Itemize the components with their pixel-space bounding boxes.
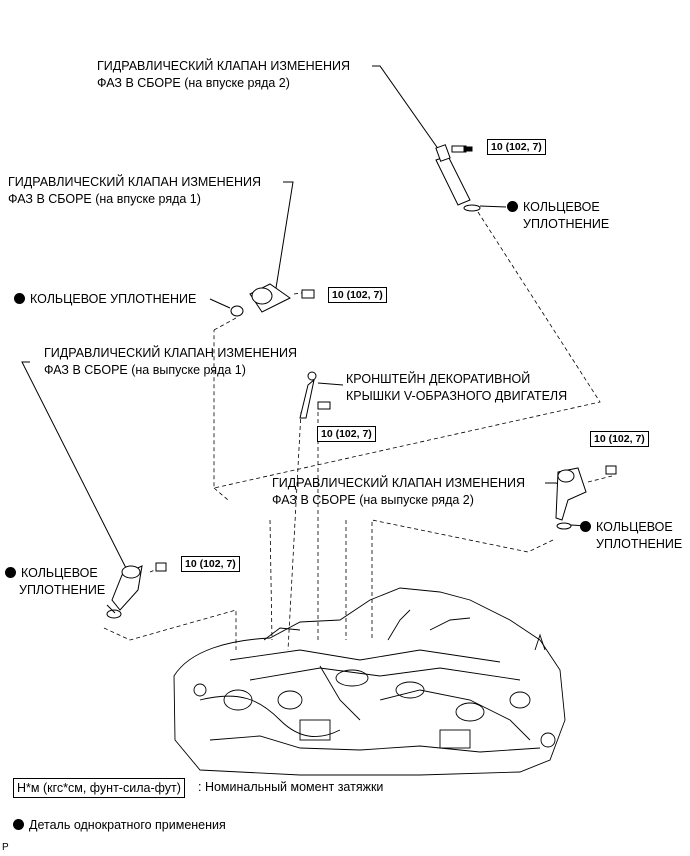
ocv-intake-b2-part (435, 144, 481, 212)
label-oring-intake-b1: КОЛЬЦЕВОЕ УПЛОТНЕНИЕ (14, 291, 196, 308)
non-reusable-dot-icon (507, 201, 518, 212)
label-bracket: КРОНШТЕЙН ДЕКОРАТИВНОЙ КРЫШКИ V-ОБРАЗНОГ… (346, 371, 567, 405)
label-oring-intake-b2: КОЛЬЦЕВОЕ УПЛОТНЕНИЕ (507, 199, 609, 233)
label-ocv-intake-b2-line2: ФАЗ В СБОРЕ (на впуске ряда 2) (97, 76, 290, 90)
torque-box-intake-b1: 10 (102, 7) (328, 287, 387, 303)
non-reusable-dot-icon (5, 567, 16, 578)
label-bracket-line1: КРОНШТЕЙН ДЕКОРАТИВНОЙ (346, 372, 531, 386)
ocv-exhaust-b2-part (555, 465, 617, 530)
label-oring-line1: КОЛЬЦЕВОЕ (596, 520, 673, 534)
leader-intake-b1 (275, 181, 294, 289)
torque-box-exhaust-b1: 10 (102, 7) (181, 556, 240, 572)
leader-oring-b1 (209, 298, 231, 309)
label-ocv-intake-b2: ГИДРАВЛИЧЕСКИЙ КЛАПАН ИЗМЕНЕНИЯ ФАЗ В СБ… (97, 58, 350, 92)
legend-nonreusable: Деталь однократного применения (13, 817, 226, 834)
label-bracket-line2: КРЫШКИ V-ОБРАЗНОГО ДВИГАТЕЛЯ (346, 389, 568, 403)
non-reusable-dot-icon (14, 293, 25, 304)
label-ocv-exhaust-b2: ГИДРАВЛИЧЕСКИЙ КЛАПАН ИЗМЕНЕНИЯ ФАЗ В СБ… (272, 475, 525, 509)
engine-sketch (173, 587, 566, 776)
label-oring-line2: УПЛОТНЕНИЕ (19, 583, 106, 597)
dash-ex2 (371, 519, 554, 640)
label-ocv-intake-b1-line2: ФАЗ В СБОРЕ (на впуске ряда 1) (8, 192, 201, 206)
label-ocv-exhaust-b1: ГИДРАВЛИЧЕСКИЙ КЛАПАН ИЗМЕНЕНИЯ ФАЗ В СБ… (44, 345, 297, 379)
label-ocv-intake-b1-line1: ГИДРАВЛИЧЕСКИЙ КЛАПАН ИЗМЕНЕНИЯ (8, 175, 262, 189)
leader-bracket (317, 382, 344, 386)
ocv-exhaust-b1-part (106, 562, 167, 619)
label-oring-exhaust-b2: КОЛЬЦЕВОЕ УПЛОТНЕНИЕ (580, 519, 682, 553)
label-ocv-exhaust-b2-line1: ГИДРАВЛИЧЕСКИЙ КЛАПАН ИЗМЕНЕНИЯ (272, 476, 526, 490)
non-reusable-dot-icon (13, 819, 24, 830)
dash-bracket (287, 411, 302, 651)
label-oring-single: КОЛЬЦЕВОЕ УПЛОТНЕНИЕ (30, 292, 197, 306)
torque-box-exhaust-b2: 10 (102, 7) (590, 431, 649, 447)
leader-oring-b2 (479, 205, 507, 208)
label-ocv-intake-b1: ГИДРАВЛИЧЕСКИЙ КЛАПАН ИЗМЕНЕНИЯ ФАЗ В СБ… (8, 174, 261, 208)
leader-exhaust-b1 (21, 361, 129, 573)
bracket-part (299, 371, 331, 419)
label-ocv-exhaust-b1-line1: ГИДРАВЛИЧЕСКИЙ КЛАПАН ИЗМЕНЕНИЯ (44, 346, 298, 360)
ocv-intake-b1-part (230, 283, 315, 317)
label-oring-exhaust-b1: КОЛЬЦЕВОЕ УПЛОТНЕНИЕ (5, 565, 105, 599)
dash-engine1 (269, 519, 273, 641)
legend-torque-desc: : Номинальный момент затяжки (198, 780, 384, 794)
label-oring-line2: УПЛОТНЕНИЕ (523, 217, 610, 231)
dash-ex1 (103, 609, 237, 650)
label-ocv-exhaust-b2-line2: ФАЗ В СБОРЕ (на выпуске ряда 2) (272, 493, 474, 507)
legend-torque-units: Н*м (кгс*см, фунт-сила-фут) (13, 778, 185, 798)
dash-intake-b1 (213, 317, 237, 331)
torque-box-bracket: 10 (102, 7) (317, 426, 376, 442)
dash-ex2-bolt (587, 475, 613, 483)
label-oring-line2: УПЛОТНЕНИЕ (596, 537, 683, 551)
legend-nonreusable-text: Деталь однократного применения (29, 818, 226, 832)
label-ocv-intake-b2-line1: ГИДРАВЛИЧЕСКИЙ КЛАПАН ИЗМЕНЕНИЯ (97, 59, 351, 73)
label-ocv-exhaust-b1-line2: ФАЗ В СБОРЕ (на выпуске ряда 1) (44, 363, 246, 377)
non-reusable-dot-icon (580, 521, 591, 532)
label-oring-line1: КОЛЬЦЕВОЕ (21, 566, 98, 580)
dash-engine3 (213, 487, 229, 501)
leader-intake-b2 (372, 65, 447, 161)
leader-oring-ex1 (106, 604, 116, 614)
dash-bolt-b1 (293, 291, 309, 295)
dash-intake-b2 (213, 211, 601, 489)
torque-box-intake-b2: 10 (102, 7) (487, 139, 546, 155)
footer-code: P (2, 842, 9, 853)
label-oring-line1: КОЛЬЦЕВОЕ (523, 200, 600, 214)
